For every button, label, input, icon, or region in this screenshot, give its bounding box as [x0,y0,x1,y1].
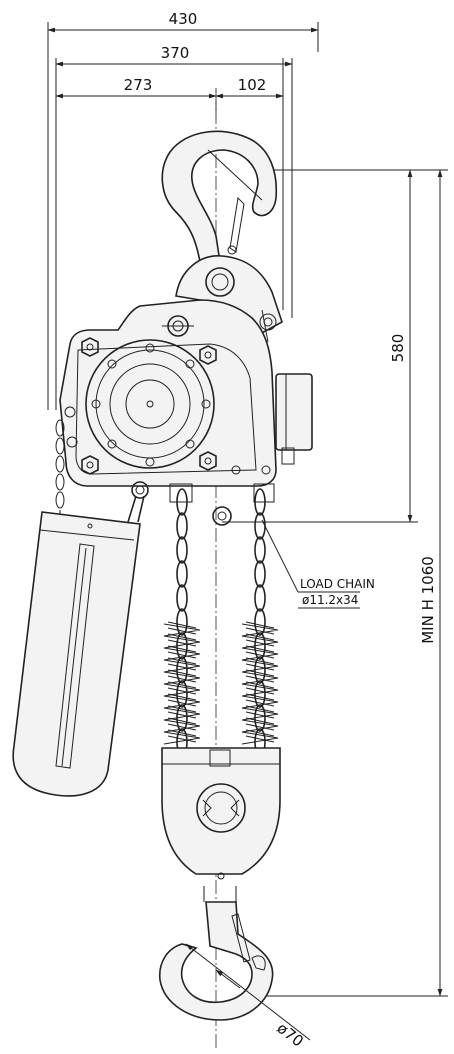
spring-left [163,621,201,745]
top-suspension [175,255,283,343]
vertical-dimensions: 580 MIN H 1060 [222,169,448,997]
dim-overall-width: 430 [47,10,319,33]
gear-box [275,373,313,465]
dim-top-height-label: 580 [389,334,407,363]
bottom-block [161,747,281,902]
load-chain-spec: ø11.2x34 [302,593,358,607]
dim-overall-width-label: 430 [169,10,198,28]
dim-right-offset-label: 102 [238,76,267,94]
load-chain-callout: LOAD CHAIN ø11.2x34 [261,519,375,609]
dim-hook-side-width-label: 370 [161,44,190,62]
bottom-hook [158,901,274,1021]
hoist-body [59,299,277,526]
dim-left-offset-label: 273 [124,76,153,94]
dim-right-offset: 102 [215,76,284,99]
spring-right [241,621,279,745]
top-hook [161,130,278,263]
dim-left-offset: 273 [55,76,217,99]
load-chain-title: LOAD CHAIN [300,577,375,591]
dim-min-headroom-label: MIN H 1060 [419,556,437,644]
dim-hook-side-width: 370 [55,44,293,67]
lever-handle [12,495,145,797]
dim-hook-diameter-label: ø70 [274,1019,307,1051]
